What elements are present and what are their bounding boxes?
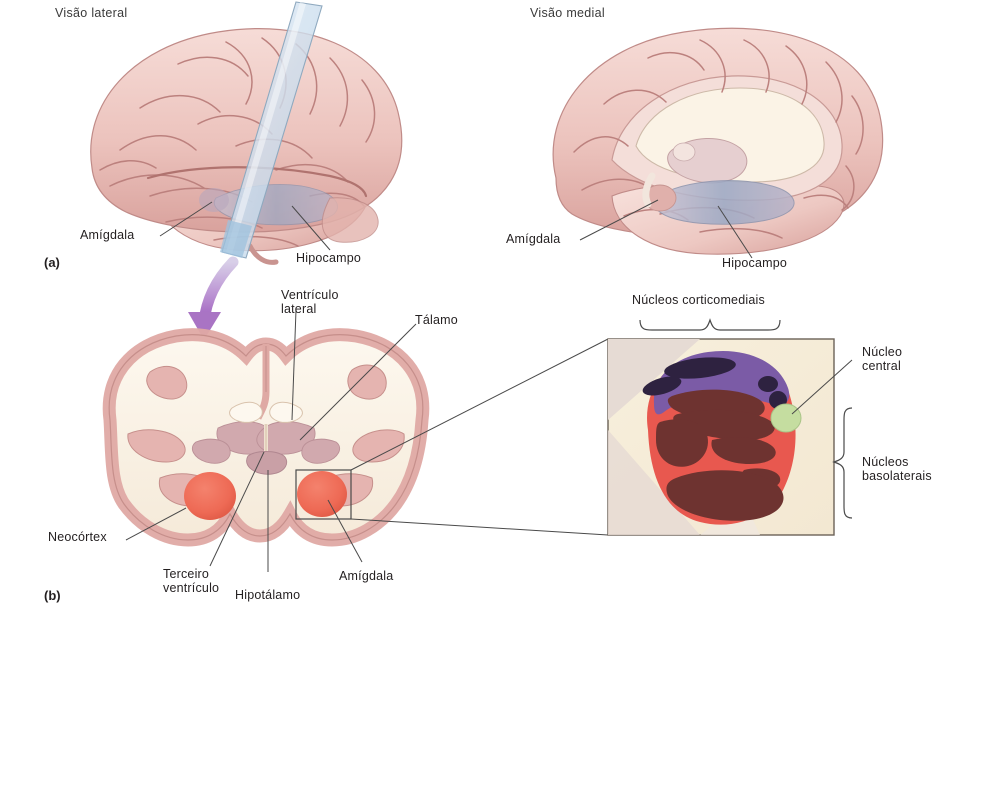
label-amygdala-coronal: Amígdala bbox=[339, 569, 394, 583]
heading-lateral-view: Visão lateral bbox=[55, 6, 128, 20]
section-direction-arrow bbox=[188, 256, 239, 340]
coronal-section bbox=[102, 328, 430, 547]
label-corticomedial-nuclei: Núcleos corticomediais bbox=[632, 293, 765, 307]
label-basolateral-nuclei-line1: Núcleos bbox=[862, 455, 909, 469]
label-lateral-ventricle-line1: Ventrículo bbox=[281, 288, 339, 302]
amygdala-right-blob bbox=[297, 471, 347, 517]
label-thalamus: Tálamo bbox=[415, 313, 458, 327]
panel-b-leader-lines bbox=[125, 309, 417, 572]
corticomedial-brace bbox=[639, 318, 781, 331]
basolateral-brace bbox=[832, 407, 853, 519]
central-nucleus-leader bbox=[791, 359, 853, 415]
label-central-nucleus-line2: central bbox=[862, 359, 901, 373]
label-neocortex: Neocórtex bbox=[48, 530, 107, 544]
label-hippocampus-lateral: Hipocampo bbox=[296, 251, 362, 265]
magnification-box bbox=[295, 469, 352, 520]
inset-connector-lines bbox=[350, 338, 609, 536]
label-central-nucleus-line1: Núcleo bbox=[862, 345, 903, 359]
label-hypothalamus: Hipotálamo bbox=[235, 588, 301, 602]
heading-medial-view: Visão medial bbox=[530, 6, 605, 20]
label-amygdala-medial: Amígdala bbox=[506, 232, 561, 246]
label-basolateral-nuclei-line2: basolaterais bbox=[862, 469, 932, 483]
medial-view-brain bbox=[552, 27, 884, 255]
label-hippocampus-medial: Hipocampo bbox=[722, 256, 788, 270]
amygdala-left-blob bbox=[184, 472, 236, 520]
panel-b-tag: (b) bbox=[44, 588, 61, 603]
coronal-cutting-plane bbox=[220, 1, 323, 259]
amygdala-nuclei-inset bbox=[607, 338, 835, 536]
label-amygdala-lateral: Amígdala bbox=[80, 228, 135, 242]
label-third-ventricle-line2: ventrículo bbox=[163, 581, 220, 595]
panel-a-medial-leader-lines bbox=[579, 199, 753, 259]
label-lateral-ventricle-line2: lateral bbox=[281, 302, 317, 316]
label-third-ventricle-line1: Terceiro bbox=[163, 567, 210, 581]
panel-a-tag: (a) bbox=[44, 255, 60, 270]
panel-a-leader-lines bbox=[159, 201, 331, 251]
central-nucleus bbox=[770, 403, 802, 433]
